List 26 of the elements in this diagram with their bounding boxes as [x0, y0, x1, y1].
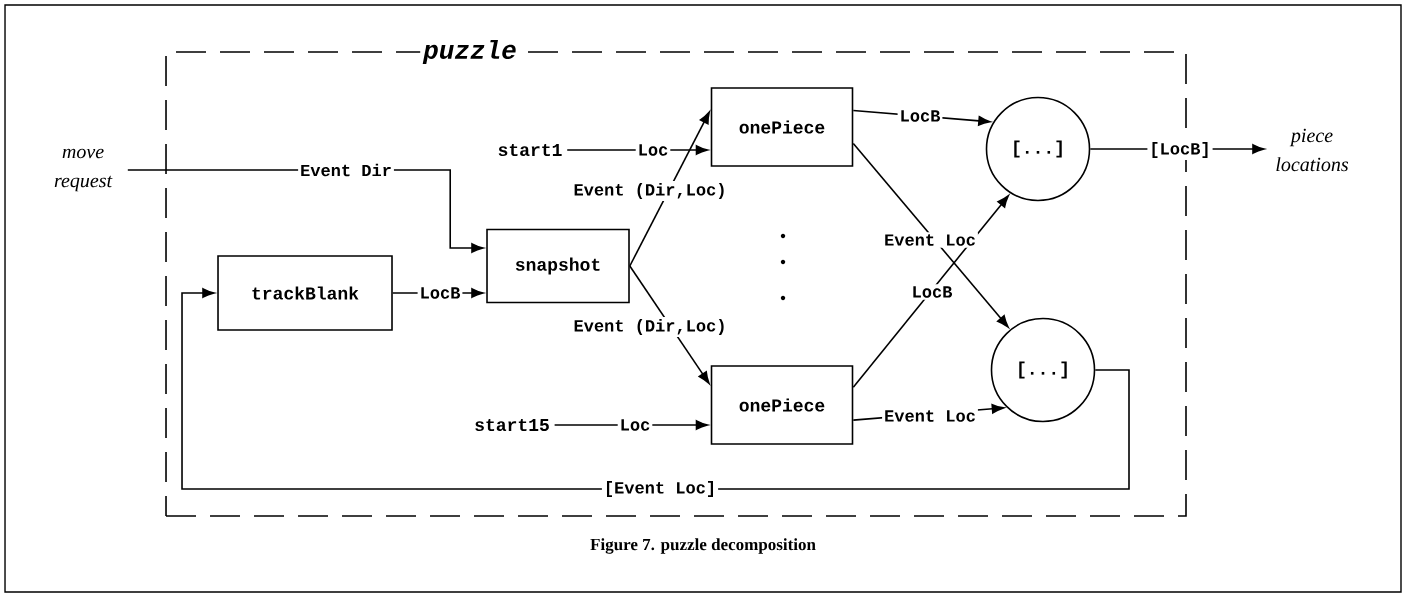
process-box: onePiece [710, 87, 854, 167]
process-box: onePiece [710, 365, 854, 445]
edge-label: Event Dir [298, 161, 394, 179]
source-text: start15 [475, 418, 549, 432]
arrow [629, 111, 710, 267]
edge-label: Event Loc [882, 232, 978, 248]
process-box: snapshot [486, 228, 630, 304]
source-text: start1 [498, 143, 562, 157]
arrow [629, 265, 710, 384]
arrow [181, 288, 1130, 490]
edge-label: Event Loc [882, 408, 978, 424]
edge-label: Event (Dir,Loc) [571, 317, 729, 337]
edge-label: LocB [909, 284, 955, 300]
arrow [852, 142, 1009, 328]
edge-label: LocB [897, 108, 943, 124]
edge-label: LocB [417, 285, 463, 301]
edge-label: [Event Loc] [601, 479, 719, 499]
process-box: trackBlank [217, 255, 393, 331]
output-text: piece locations [1276, 128, 1349, 172]
edge-label: [LocB] [1147, 140, 1213, 160]
input-text: move request [54, 148, 113, 192]
figure-caption: Figure 7. puzzle decomposition [590, 538, 816, 554]
edge-label: Loc [635, 142, 671, 158]
edge-label: Loc [617, 417, 653, 433]
arrow [852, 195, 1009, 389]
edge-label: Event (Dir,Loc) [571, 181, 729, 201]
